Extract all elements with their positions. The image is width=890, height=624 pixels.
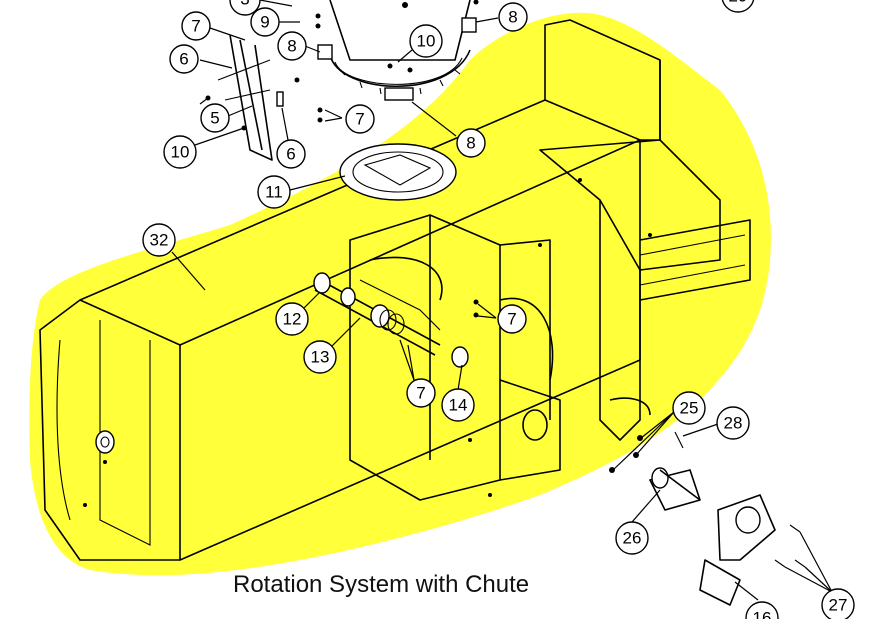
svg-text:7: 7 [355, 110, 364, 129]
highlight-region [29, 12, 771, 576]
diagram-caption: Rotation System with Chute [233, 571, 529, 598]
svg-text:8: 8 [287, 37, 296, 56]
callout-6: 6 [276, 139, 306, 169]
svg-text:6: 6 [286, 145, 295, 164]
callout-27: 27 [821, 588, 855, 622]
callout-10: 10 [163, 135, 197, 169]
svg-text:5: 5 [210, 109, 219, 128]
gearbox-frame [349, 139, 751, 501]
svg-text:12: 12 [283, 310, 302, 329]
svg-text:14: 14 [449, 396, 468, 415]
svg-text:29: 29 [729, 0, 748, 6]
svg-text:6: 6 [179, 50, 188, 69]
callout-8: 8 [498, 2, 528, 32]
callout-7: 7 [345, 104, 375, 134]
callout-32: 32 [142, 223, 176, 257]
leader-lines [171, 0, 833, 601]
callout-10: 10 [409, 24, 443, 58]
callout-6: 6 [169, 44, 199, 74]
svg-text:28: 28 [724, 414, 743, 433]
callout-3: 3 [229, 0, 261, 16]
svg-text:9: 9 [260, 13, 269, 32]
callout-7: 7 [406, 378, 436, 408]
motor-assembly [609, 431, 806, 606]
callout-9: 9 [250, 7, 280, 37]
callout-25: 25 [672, 391, 706, 425]
callout-13: 13 [303, 340, 337, 374]
svg-text:8: 8 [508, 8, 517, 27]
svg-text:11: 11 [265, 183, 283, 202]
svg-text:3: 3 [240, 0, 249, 9]
svg-text:10: 10 [171, 143, 190, 162]
callout-12: 12 [275, 302, 309, 336]
callout-16: 16 [745, 601, 779, 624]
svg-text:16: 16 [753, 609, 772, 620]
worm-shaft [313, 272, 469, 368]
callout-8: 8 [456, 128, 486, 158]
callout-26: 26 [615, 521, 649, 555]
svg-text:8: 8 [466, 134, 475, 153]
callout-14: 14 [441, 388, 475, 422]
svg-text:10: 10 [417, 32, 436, 51]
callout-28: 28 [716, 406, 750, 440]
callout-11: 11 [257, 175, 291, 209]
svg-text:7: 7 [416, 384, 425, 403]
callout-5: 5 [200, 103, 230, 133]
chute-ring [339, 143, 457, 201]
svg-text:7: 7 [507, 310, 516, 329]
svg-text:27: 27 [829, 596, 848, 615]
deflector-rods [199, 13, 323, 161]
svg-text:32: 32 [150, 231, 169, 250]
svg-text:7: 7 [191, 17, 200, 36]
callout-7: 7 [497, 304, 527, 334]
svg-text:26: 26 [623, 529, 642, 548]
svg-text:13: 13 [311, 348, 330, 367]
callout-29: 29 [721, 0, 755, 13]
chute-assembly [317, 0, 479, 101]
svg-text:25: 25 [680, 399, 699, 418]
callout-7: 7 [181, 11, 211, 41]
callout-8: 8 [277, 31, 307, 61]
